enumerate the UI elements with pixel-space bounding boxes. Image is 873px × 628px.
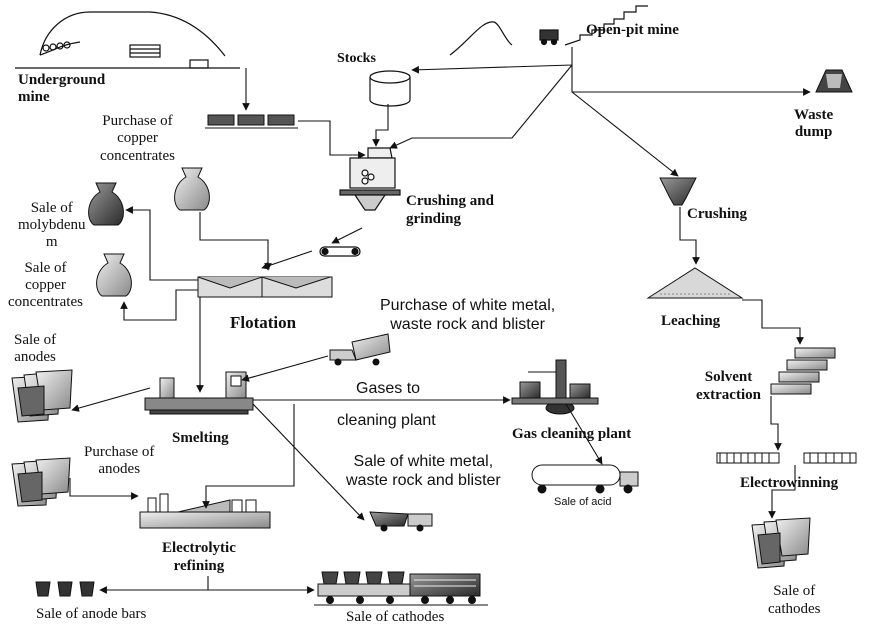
- waste-dump-label: Waste dump: [794, 107, 833, 140]
- sale-anodes-line2: anodes: [14, 349, 56, 366]
- waste-dump-label-line1: Waste: [794, 107, 834, 123]
- sale-white-metal-line2: waste rock and blister: [346, 472, 501, 490]
- purchase-anodes-line2: anodes: [98, 461, 141, 478]
- purchase-white-metal-line1: Purchase of white metal,: [380, 297, 556, 314]
- underground-mine-icon: [15, 11, 240, 69]
- stocks-label: Stocks: [337, 51, 376, 66]
- sale-white-metal-label: Sale of white metal, waste rock and blis…: [346, 452, 501, 490]
- gases-to-label: Gases to: [356, 380, 421, 397]
- sale-white-metal-line1: Sale of white metal,: [353, 453, 494, 470]
- sale-copper-concentrates-label: Sale of copper concentrates: [8, 260, 83, 310]
- sale-cathodes-stack-icon: [751, 517, 811, 569]
- sale-conc-line3: concentrates: [8, 293, 83, 310]
- purchase-copper-concentrates-label: Purchase of copper concentrates: [100, 113, 175, 165]
- waste-dump-label-line2: dump: [794, 123, 833, 140]
- crushing-grinding-line1: Crushing and: [406, 193, 494, 209]
- sale-moly-line1: Sale of: [30, 200, 73, 216]
- purchase-dump-truck-icon: [329, 333, 391, 366]
- sale-dump-truck-icon: [369, 511, 433, 532]
- electrowinning-cells-icon: [716, 452, 857, 464]
- flotation-label: Flotation: [230, 313, 297, 332]
- underground-mine-label-line2: mine: [18, 88, 50, 105]
- purchase-anodes-label: Purchase of anodes: [84, 444, 154, 479]
- sale-moly-line3: m: [45, 233, 58, 250]
- solvent-extraction-line1: Solvent: [704, 369, 753, 385]
- purchased-concentrate-bag-icon: [174, 167, 210, 211]
- cleaning-plant-label: cleaning plant: [337, 412, 436, 429]
- open-pit-mine-icon: [449, 5, 648, 56]
- purchase-white-metal-label: Purchase of white metal, waste rock and …: [380, 296, 555, 334]
- flow-lines: [69, 47, 811, 594]
- electrowinning-label: Electrowinning: [740, 475, 839, 491]
- electrolytic-refining-line2: refining: [173, 558, 225, 574]
- gas-cleaning-plant-label: Gas cleaning plant: [512, 426, 632, 442]
- sale-cathodes-bottom-label: Sale of cathodes: [346, 609, 445, 625]
- sale-anodes-label: Sale of anodes: [14, 332, 56, 367]
- ore-cars-icon: [205, 114, 298, 129]
- sale-conc-line2: copper: [25, 276, 66, 293]
- waste-dump-icon: [815, 69, 853, 93]
- sale-cathodes-right-line1: Sale of: [773, 583, 816, 599]
- molybdenum-bag-icon: [88, 182, 124, 226]
- electrolytic-refining-label: Electrolytic refining: [162, 539, 236, 575]
- sale-conc-line1: Sale of: [24, 260, 67, 276]
- leach-heap-icon: [646, 267, 744, 299]
- crushing-label: Crushing: [687, 206, 748, 222]
- sale-acid-label: Sale of acid: [554, 496, 612, 508]
- conveyor-belt-icon: [319, 246, 361, 257]
- flotation-cells-icon: [197, 276, 333, 298]
- underground-mine-label: Underground mine: [18, 72, 105, 105]
- sale-anodes-stack-icon: [11, 369, 73, 423]
- sale-moly-line2: molybdenu: [18, 216, 86, 233]
- solvent-extraction-line2: extraction: [696, 387, 761, 403]
- crusher-cone-icon: [659, 177, 697, 206]
- purchase-white-metal-line2: waste rock and blister: [390, 316, 545, 334]
- smelting-furnace-icon: [144, 371, 254, 415]
- crushing-grinding-mill-icon: [339, 147, 401, 211]
- purchase-anodes-stack-icon: [11, 457, 71, 507]
- smelting-label: Smelting: [172, 430, 229, 446]
- purchase-conc-line2: copper: [117, 130, 158, 147]
- purchase-anodes-line1: Purchase of: [84, 444, 155, 460]
- electrolytic-refining-icon: [139, 493, 271, 529]
- leaching-label: Leaching: [661, 313, 721, 329]
- underground-mine-label-line1: Underground: [18, 72, 106, 88]
- gas-cleaning-plant-icon: [511, 359, 599, 415]
- sale-cathodes-right-line2: cathodes: [768, 601, 821, 617]
- acid-tanker-truck-icon: [531, 464, 639, 494]
- sale-cathodes-right-label: Sale of cathodes: [768, 582, 820, 618]
- crushing-grinding-line2: grinding: [406, 211, 462, 227]
- sold-concentrate-bag-icon: [96, 253, 132, 297]
- purchase-conc-line1: Purchase of: [102, 113, 173, 129]
- anode-bars-icon: [35, 581, 95, 597]
- solvent-extraction-label: Solvent extraction: [696, 368, 761, 404]
- cathode-train-icon: [314, 571, 488, 606]
- purchase-conc-line3: concentrates: [100, 147, 175, 164]
- sale-molybdenum-label: Sale of molybdenu m: [18, 200, 86, 250]
- open-pit-mine-label: Open-pit mine: [586, 22, 679, 38]
- crushing-grinding-label: Crushing and grinding: [406, 192, 494, 228]
- sale-anodes-line1: Sale of: [14, 332, 57, 348]
- solvent-extraction-icon: [770, 347, 836, 395]
- sale-anode-bars-label: Sale of anode bars: [36, 606, 147, 622]
- electrolytic-refining-line1: Electrolytic: [162, 540, 236, 556]
- stocks-tank-icon: [369, 70, 411, 107]
